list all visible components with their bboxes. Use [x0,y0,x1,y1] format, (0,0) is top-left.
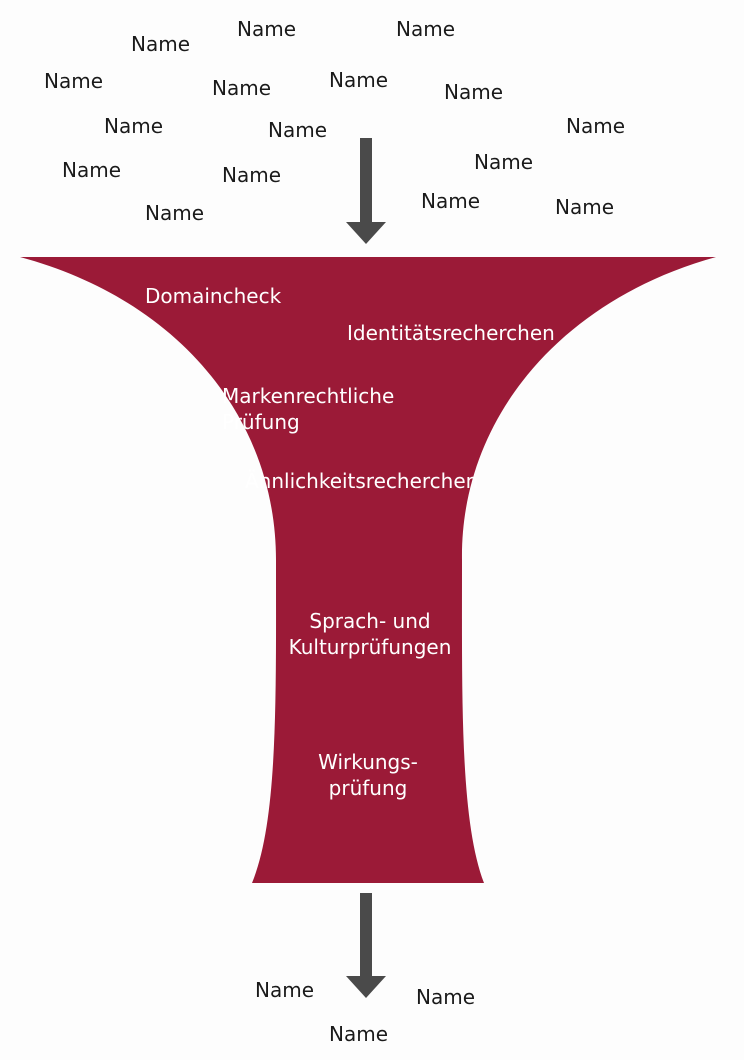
output-name: Name [329,1022,389,1046]
input-name: Name [396,17,456,41]
stage-label: Domaincheck [145,284,282,308]
output-arrow [346,893,386,998]
stage-label-line: Prüfung [222,410,300,434]
input-name: Name [566,114,626,138]
input-name: Name [222,163,282,187]
input-name: Name [145,201,205,225]
funnel-shape [20,257,716,883]
stage-label-line: Sprach- und [309,609,431,633]
input-name: Name [44,69,104,93]
stage-label-line: Markenrechtliche [222,384,395,408]
input-name: Name [237,17,297,41]
input-name: Name [104,114,164,138]
stage-label-line: Kulturprüfungen [288,635,452,659]
input-arrow [346,138,386,244]
stage-wirkungspruefung: Wirkungs- prüfung [288,749,448,801]
stage-identitaetsrecherchen: Identitätsrecherchen [347,320,555,346]
output-name: Name [416,985,476,1009]
stage-label-line: prüfung [328,776,408,800]
input-name: Name [329,68,389,92]
stage-domaincheck: Domaincheck [145,283,281,309]
input-name: Name [268,118,328,142]
stage-sprach-kulturpruefungen: Sprach- und Kulturprüfungen [270,608,470,660]
input-name: Name [212,76,272,100]
output-name: Name [255,978,315,1002]
input-name: Name [555,195,615,219]
stage-label-line: Wirkungs- [318,750,418,774]
input-name: Name [131,32,191,56]
input-name: Name [444,80,504,104]
input-name: Name [62,158,122,182]
stage-aehnlichkeitsrecherchen: Ähnlichkeitsrecherchen [245,468,478,494]
input-name: Name [474,150,534,174]
input-name: Name [421,189,481,213]
stage-label: Identitätsrecherchen [347,321,555,345]
stage-markenrechtliche-pruefung: Markenrechtliche Prüfung [222,383,394,435]
stage-label: Ähnlichkeitsrecherchen [245,469,479,493]
